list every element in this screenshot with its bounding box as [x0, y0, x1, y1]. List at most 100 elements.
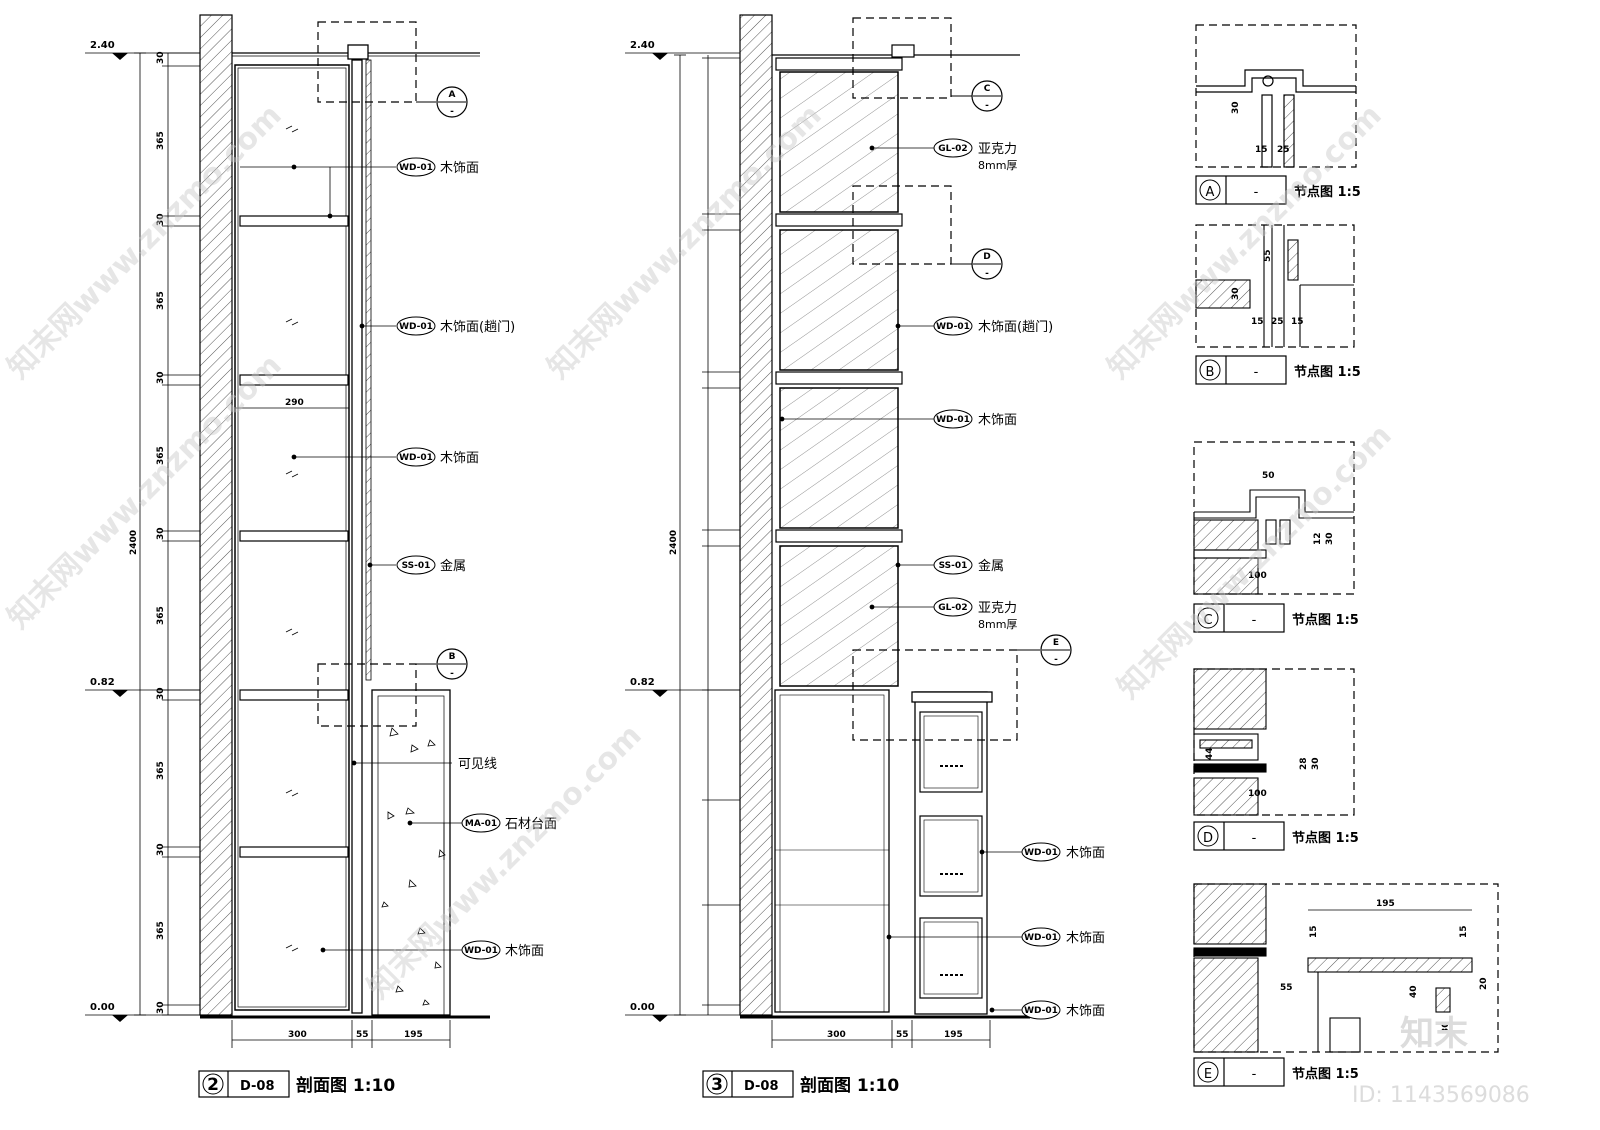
level-mid: 0.82	[85, 677, 200, 697]
svg-text:D-08: D-08	[744, 1079, 779, 1094]
svg-text:15: 15	[1251, 317, 1264, 327]
callout: 可见线	[458, 757, 497, 772]
section-2-title: 2 D-08 剖面图 1:10	[198, 1070, 395, 1098]
svg-text:MA-01: MA-01	[465, 819, 497, 829]
svg-text:0.00: 0.00	[90, 1002, 115, 1013]
svg-text:15: 15	[1309, 925, 1319, 938]
svg-text:-: -	[985, 269, 989, 279]
svg-text:8mm厚: 8mm厚	[978, 618, 1017, 631]
svg-text:20: 20	[1479, 977, 1489, 990]
svg-text:-: -	[1254, 185, 1259, 200]
svg-text:E: E	[1204, 1067, 1212, 1082]
detail-c: 50 12 30 100 C - 节点图 1:5	[1193, 441, 1359, 633]
svg-text:木饰面: 木饰面	[440, 161, 479, 176]
shelf	[239, 215, 349, 227]
svg-text:40: 40	[1409, 985, 1419, 998]
svg-text:-: -	[985, 101, 989, 111]
svg-text:金属: 金属	[978, 558, 1004, 574]
svg-text:WD-01: WD-01	[399, 453, 433, 463]
svg-text:-: -	[450, 669, 454, 679]
svg-text:WD-01: WD-01	[936, 322, 970, 332]
svg-text:B: B	[449, 652, 456, 662]
svg-text:28: 28	[1299, 757, 1309, 770]
detail-d: 44 28 30 100 D - 节点图 1:5	[1193, 668, 1359, 851]
callout: SS-01 金属	[933, 555, 1004, 575]
svg-text:0.00: 0.00	[630, 1002, 655, 1013]
svg-text:知末网www.znzmo.com: 知末网www.znzmo.com	[1111, 418, 1399, 706]
svg-text:木饰面(趟门): 木饰面(趟门)	[440, 320, 515, 335]
svg-text:木饰面: 木饰面	[1066, 1004, 1105, 1019]
svg-text:D: D	[983, 252, 990, 262]
svg-text:WD-01: WD-01	[464, 946, 498, 956]
svg-text:55: 55	[1263, 249, 1273, 262]
level-mid: 0.82	[625, 677, 740, 697]
svg-text:30: 30	[1231, 287, 1241, 300]
detail-ref-c[interactable]: C -	[971, 80, 1003, 112]
svg-text:2400: 2400	[129, 530, 139, 555]
detail-ref-e[interactable]: E -	[1040, 634, 1072, 666]
svg-text:300: 300	[288, 1030, 307, 1040]
svg-text:-: -	[450, 107, 454, 117]
callout: WD-01 木饰面	[396, 447, 479, 467]
svg-text:30: 30	[156, 1001, 166, 1014]
shelf	[239, 689, 349, 701]
svg-text:25: 25	[1271, 317, 1284, 327]
detail-b: 30 55 15 25 15 B - 节点图 1:5	[1195, 224, 1361, 385]
svg-text:节点图 1:5: 节点图 1:5	[1292, 612, 1359, 628]
svg-text:知末网www.znzmo.com: 知末网www.znzmo.com	[1101, 98, 1389, 386]
svg-text:100: 100	[1248, 571, 1267, 581]
svg-text:30: 30	[156, 51, 166, 64]
svg-text:30: 30	[156, 843, 166, 856]
callout: WD-01 木饰面	[461, 940, 544, 960]
svg-text:55: 55	[1280, 983, 1293, 993]
callout: WD-01 木饰面	[1021, 927, 1105, 947]
svg-text:365: 365	[156, 291, 166, 310]
detail-ref-a[interactable]: A -	[436, 86, 468, 118]
svg-text:GL-02: GL-02	[938, 144, 967, 154]
callout: WD-01 木饰面(趟门)	[933, 316, 1053, 336]
detail-ref-d[interactable]: D -	[971, 248, 1003, 280]
detail-ref-b[interactable]: B -	[436, 648, 468, 680]
level-top: 2.40	[85, 40, 200, 60]
brand-logo: 知末	[1400, 1014, 1468, 1054]
callout: WD-01 木饰面(趟门)	[396, 316, 515, 336]
svg-text:木饰面: 木饰面	[1066, 846, 1105, 861]
svg-text:365: 365	[156, 131, 166, 150]
svg-text:WD-01: WD-01	[1024, 1006, 1058, 1016]
svg-text:0.82: 0.82	[90, 677, 115, 688]
svg-text:2.40: 2.40	[630, 40, 655, 51]
glass-door	[779, 71, 899, 687]
svg-text:300: 300	[827, 1030, 846, 1040]
svg-text:知末网www.znzmo.com: 知末网www.znzmo.com	[361, 718, 649, 1006]
svg-text:-: -	[1252, 613, 1257, 628]
callout: WD-01 木饰面	[1021, 1000, 1105, 1020]
callout: WD-01 木饰面	[1021, 842, 1105, 862]
svg-text:30: 30	[1311, 757, 1321, 770]
section-2: A - B -	[85, 14, 557, 1098]
svg-text:木饰面(趟门): 木饰面(趟门)	[978, 320, 1053, 335]
section-3: C - D - E -	[625, 14, 1105, 1098]
level-top: 2.40	[625, 40, 740, 60]
id-label: ID: 1143569086	[1352, 1083, 1530, 1108]
svg-text:知末网www.znzmo.com: 知末网www.znzmo.com	[1, 348, 289, 636]
cabinet-body	[234, 64, 350, 1011]
svg-text:D: D	[1203, 831, 1213, 846]
callout: GL-02 亚克力 8mm厚	[933, 138, 1017, 172]
detail-a: 30 15 25 A - 节点图 1:5	[1195, 24, 1361, 205]
svg-text:195: 195	[944, 1030, 963, 1040]
svg-text:8mm厚: 8mm厚	[978, 159, 1017, 172]
svg-text:E: E	[1053, 638, 1059, 648]
shelf	[239, 530, 349, 542]
svg-text:可见线: 可见线	[458, 757, 497, 772]
svg-text:亚克力: 亚克力	[978, 142, 1017, 157]
svg-text:WD-01: WD-01	[399, 163, 433, 173]
svg-text:12: 12	[1313, 532, 1323, 545]
svg-text:木饰面: 木饰面	[505, 944, 544, 959]
level-bottom: 0.00	[625, 1002, 740, 1022]
svg-text:365: 365	[156, 761, 166, 780]
svg-text:2: 2	[207, 1075, 219, 1095]
svg-text:195: 195	[404, 1030, 423, 1040]
wall-hatch	[739, 14, 773, 1016]
svg-text:100: 100	[1248, 789, 1267, 799]
